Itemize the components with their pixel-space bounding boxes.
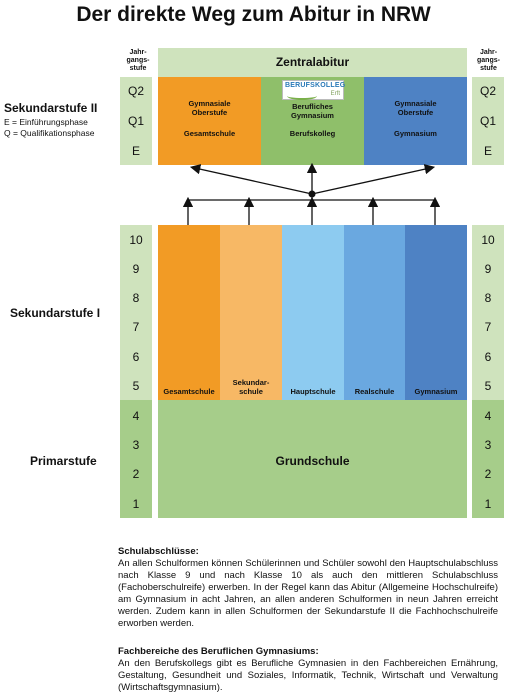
- grundschule-box: Grundschule: [158, 400, 467, 518]
- stage-sek2-legend-e: E = Einführungsphase: [4, 117, 88, 127]
- right-level-10: 10: [481, 233, 495, 247]
- left-sek1-levels: [120, 225, 152, 400]
- heading-fachbereiche: Fachbereiche des Beruflichen Gymnasiums:: [118, 646, 319, 657]
- right-level-q1: Q1: [479, 114, 496, 128]
- arrow-to-gymnasium: [311, 164, 436, 195]
- box-line2: Oberstufe: [191, 108, 228, 117]
- box-line3: Gymnasium: [394, 129, 437, 138]
- left-level-9: 9: [132, 262, 140, 276]
- zentralabitur-label: Zentralabitur: [275, 55, 350, 69]
- left-level-2: 2: [132, 467, 140, 481]
- stage-sekundarstufe-2: Sekundarstufe II: [4, 101, 98, 115]
- page-title: Der direkte Weg zum Abitur in NRW: [76, 3, 431, 26]
- column-sekundarschule: Sekundar- schule: [220, 225, 282, 400]
- box-line1: Gymnasiale: [394, 99, 437, 108]
- right-level-1: 1: [484, 497, 492, 511]
- left-level-8: 8: [132, 291, 140, 305]
- left-level-10: 10: [129, 233, 143, 247]
- column-gymnasium: Gymnasium: [405, 225, 467, 400]
- right-level-q2: Q2: [479, 84, 496, 98]
- left-primar-levels: [120, 400, 152, 518]
- stage-primarstufe: Primarstufe: [30, 454, 97, 468]
- arrow-to-gesamtschule: [189, 164, 313, 195]
- right-column-header: Jahr- gangs- stufe: [477, 49, 500, 72]
- left-level-e: E: [131, 144, 140, 158]
- column-label: Hauptschule: [290, 387, 336, 396]
- left-level-6: 6: [132, 350, 140, 364]
- right-level-5: 5: [484, 379, 492, 393]
- right-sek2-levels: [472, 77, 504, 165]
- left-level-q2: Q2: [127, 84, 144, 98]
- column-gesamtschule: Gesamtschule: [158, 225, 220, 400]
- right-primar-levels: [472, 400, 504, 518]
- left-level-3: 3: [132, 438, 140, 452]
- right-level-6: 6: [484, 350, 492, 364]
- right-level-e: E: [483, 144, 492, 158]
- left-level-7: 7: [132, 320, 140, 334]
- right-level-9: 9: [484, 262, 492, 276]
- left-level-5: 5: [132, 379, 140, 393]
- logo-text: BERUFSKOLLEG: [285, 82, 346, 89]
- stage-sek2-legend-q: Q = Qualifikationsphase: [4, 128, 95, 138]
- column-hauptschule: Hauptschule: [282, 225, 344, 400]
- stage-sekundarstufe-1: Sekundarstufe I: [10, 306, 101, 320]
- right-level-8: 8: [484, 291, 492, 305]
- box-line1: Gymnasiale: [188, 99, 231, 108]
- left-level-q1: Q1: [127, 114, 144, 128]
- zentralabitur-bar: Zentralabitur: [158, 48, 467, 77]
- paragraph-fachbereiche: An den Berufskollegs gibt es Berufliche …: [118, 658, 498, 693]
- column-label: Gymnasium: [414, 387, 458, 396]
- left-column-header: Jahr- gangs- stufe: [126, 49, 150, 72]
- right-level-3: 3: [484, 438, 492, 452]
- box-line2: Gymnasium: [291, 111, 334, 120]
- right-level-2: 2: [484, 467, 492, 481]
- column-label: Gesamtschule: [163, 387, 215, 396]
- left-sek2-levels: [120, 77, 152, 165]
- box-line2: Oberstufe: [397, 108, 434, 117]
- logo-subtext: Erft: [330, 91, 340, 97]
- logo-swoosh-icon: [287, 92, 317, 100]
- arrows-diagram: [182, 162, 441, 225]
- arrow-junction-dot: [308, 190, 316, 198]
- column-label: Sekundar- schule: [232, 378, 270, 396]
- right-sek1-levels: [472, 225, 504, 400]
- column-realschule: Realschule: [344, 225, 405, 400]
- right-level-7: 7: [484, 320, 492, 334]
- berufskolleg-logo: BERUFSKOLLEG Erft: [282, 80, 346, 100]
- box-line3: Berufskolleg: [289, 129, 336, 138]
- left-level-4: 4: [132, 409, 140, 423]
- paragraph-schulabschluesse: An allen Schulformen können Schülerinnen…: [118, 558, 498, 629]
- left-level-1: 1: [132, 497, 140, 511]
- box-line3: Gesamtschule: [183, 129, 236, 138]
- heading-schulabschluesse: Schulabschlüsse:: [118, 546, 199, 557]
- column-label: Realschule: [354, 387, 395, 396]
- box-gymnasiale-oberstufe-gymnasium: Gymnasiale Oberstufe Gymnasium: [364, 77, 467, 165]
- box-gymnasiale-oberstufe-gesamtschule: Gymnasiale Oberstufe Gesamtschule: [158, 77, 261, 165]
- grundschule-label: Grundschule: [275, 454, 350, 468]
- box-berufliches-gymnasium: Berufliches Gymnasium Berufskolleg: [261, 77, 364, 165]
- right-level-4: 4: [484, 409, 492, 423]
- box-line1: Berufliches: [292, 102, 333, 111]
